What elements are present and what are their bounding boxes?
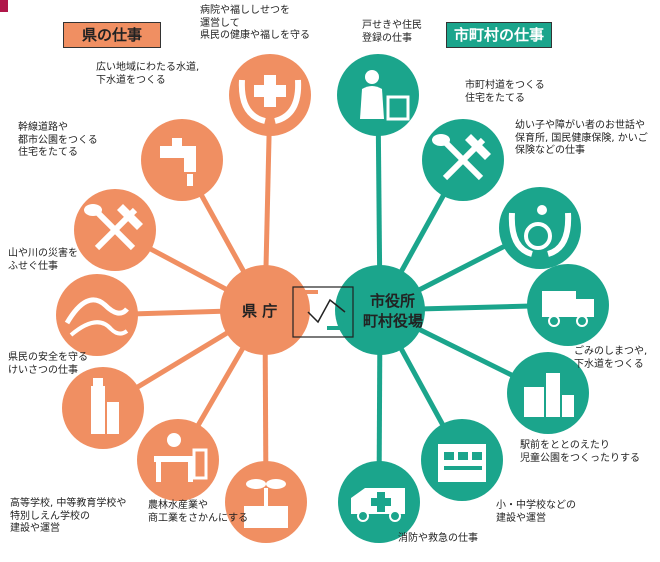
prefecture-hub: [220, 265, 310, 355]
city-label-2: 幼い子や障がい者のお世話や保育所, 国民健康保険, かいご保険などの仕事: [515, 120, 648, 158]
prefecture-label-line: 県民の健康や福しを守る: [200, 30, 310, 41]
city-label-line: 幼い子や障がい者のお世話や: [515, 120, 645, 131]
prefecture-label-0: 病院や福ししせつを運営して県民の健康や福しを守る: [200, 5, 310, 43]
city-label-line: ごみのしまつや,: [574, 346, 648, 357]
city-ambulance-icon: [338, 461, 420, 543]
hub-connector: [280, 286, 365, 338]
prefecture-title: 県の仕事: [63, 22, 161, 48]
city-wheelchair-hands-icon: [499, 187, 581, 269]
city-school-building-icon: [421, 419, 503, 501]
prefecture-label-line: 特別しえん学校の: [10, 510, 90, 522]
city-garbage-truck-icon: [527, 264, 609, 346]
city-label-line: 下水道をつくる: [574, 358, 644, 370]
city-label-line: 市町村道をつくる: [465, 80, 545, 91]
prefecture-helping-hands-cross-icon: [229, 54, 311, 136]
city-station-park-icon: [507, 352, 589, 434]
prefecture-label-line: けいさつの仕事: [8, 364, 78, 376]
prefecture-label-3: 山や川の災害をふせぐ仕事: [8, 248, 78, 273]
city-label-line: 児童公園をつくったりする: [520, 452, 640, 464]
city-shovel-pickaxe-icon: [422, 119, 504, 201]
prefecture-label-line: 県民の安全を守る: [8, 352, 88, 363]
prefecture-faucet-icon: [141, 119, 223, 201]
prefecture-label-line: 建設や運営: [10, 523, 60, 534]
prefecture-label-line: 高等学校, 中等教育学校や: [10, 498, 127, 509]
city-label-0: 戸せきや住民登録の仕事: [362, 20, 422, 45]
prefecture-shovel-pickaxe-icon: [74, 189, 156, 271]
prefecture-school-desk-icon: [137, 419, 219, 501]
prefecture-label-line: 下水道をつくる: [96, 74, 166, 86]
city-label-1: 市町村道をつくる住宅をたてる: [465, 80, 545, 105]
prefecture-label-line: 農林水産業や: [148, 500, 208, 511]
city-label-3: ごみのしまつや,下水道をつくる: [574, 346, 647, 371]
prefecture-label-line: 運営して: [200, 17, 240, 29]
prefecture-tower-icon: [62, 367, 144, 449]
prefecture-label-6: 農林水産業や商工業をさかんにする: [148, 500, 248, 525]
prefecture-label-5: 高等学校, 中等教育学校や特別しえん学校の建設や運営: [10, 498, 126, 536]
city-label-line: 小・中学校などの: [496, 500, 576, 511]
city-label-line: 戸せきや住民: [362, 20, 422, 31]
prefecture-label-line: 山や川の災害を: [8, 248, 78, 259]
city-label-6: 消防や救急の仕事: [398, 533, 478, 546]
prefecture-river-icon: [56, 274, 138, 356]
prefecture-label-line: 都市公園をつくる: [18, 134, 98, 146]
prefecture-label-line: 住宅をたてる: [18, 147, 78, 158]
prefecture-label-1: 広い地域にわたる水道,下水道をつくる: [96, 62, 199, 87]
city-hub-label-1: 市役所: [370, 292, 416, 310]
city-label-5: 小・中学校などの建設や運営: [496, 500, 576, 525]
prefecture-sprout-icon: [225, 461, 307, 543]
city-label-line: 消防や救急の仕事: [398, 533, 478, 544]
city-label-line: 住宅をたてる: [465, 92, 525, 104]
prefecture-hub-label: 県 庁: [242, 302, 278, 320]
city-label-line: 駅前をととのえたり: [520, 440, 610, 451]
city-label-4: 駅前をととのえたり児童公園をつくったりする: [520, 440, 640, 465]
city-hub-label-2: 町村役場: [363, 312, 424, 330]
corner-marker: [0, 0, 8, 12]
city-label-line: 建設や運営: [496, 512, 546, 524]
prefecture-label-2: 幹線道路や都市公園をつくる住宅をたてる: [18, 122, 98, 160]
city-label-line: 登録の仕事: [362, 32, 412, 44]
city-label-line: 保育所, 国民健康保険, かいご: [515, 132, 648, 144]
prefecture-label-line: 病院や福ししせつを: [200, 5, 290, 16]
city-title: 市町村の仕事: [446, 22, 552, 48]
prefecture-label-line: ふせぐ仕事: [8, 260, 58, 272]
city-family-register-icon: [337, 54, 419, 136]
city-label-line: 保険などの仕事: [515, 145, 585, 156]
prefecture-label-4: 県民の安全を守るけいさつの仕事: [8, 352, 88, 377]
prefecture-label-line: 商工業をさかんにする: [148, 512, 249, 524]
prefecture-label-line: 広い地域にわたる水道,: [96, 62, 200, 73]
city-hub: [335, 265, 425, 355]
prefecture-label-line: 幹線道路や: [18, 122, 68, 133]
